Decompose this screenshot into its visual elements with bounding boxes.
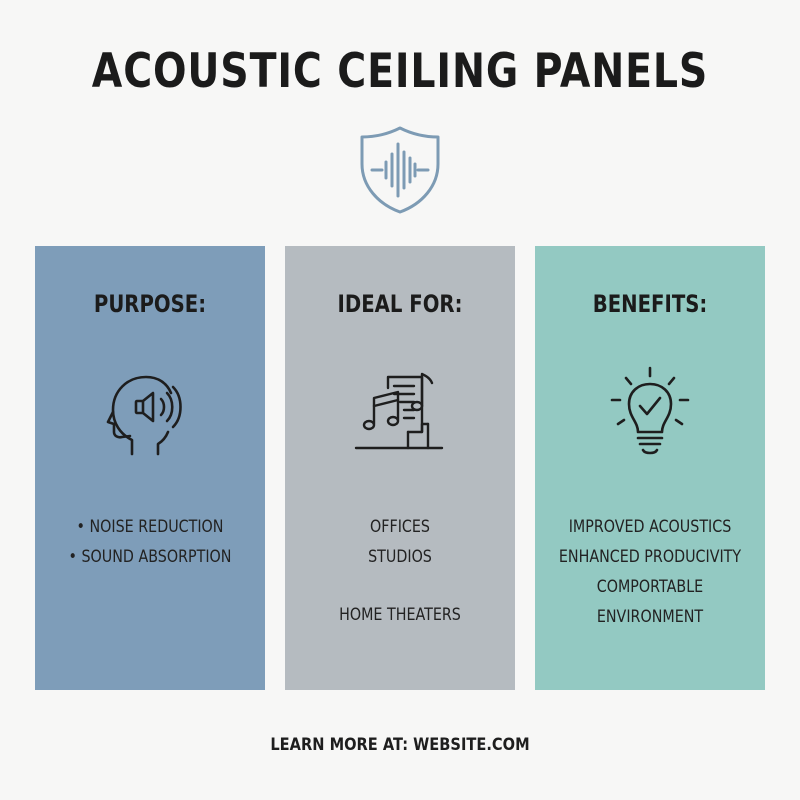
list-item: ENHANCED PRODUCIVITY: [558, 547, 742, 567]
ideal-for-list: OFFICES STUDIOS HOME THEATERS: [285, 512, 515, 630]
list-item: • NOISE REDUCTION: [76, 517, 224, 537]
benefits-heading: BENEFITS:: [592, 290, 708, 318]
purpose-list: • NOISE REDUCTION • SOUND ABSORPTION: [35, 512, 265, 572]
list-item: ENVIRONMENT: [596, 607, 704, 627]
list-item: COMPORTABLE: [596, 577, 704, 597]
list-item: HOME THEATERS: [339, 605, 461, 625]
list-item: OFFICES: [370, 517, 430, 537]
footer-link[interactable]: LEARN MORE AT: WEBSITE.COM: [270, 735, 530, 755]
lightbulb-check-icon: [610, 366, 690, 455]
ideal-for-card: IDEAL FOR: OFFICES STUDIOS HOME THEATERS: [285, 246, 515, 690]
page-title: ACOUSTIC CEILING PANELS: [91, 44, 709, 99]
head-speaker-icon: [106, 375, 182, 456]
benefits-list: IMPROVED ACOUSTICS ENHANCED PRODUCIVITY …: [535, 512, 765, 632]
music-sheet-icon: [354, 372, 444, 450]
purpose-card: PURPOSE: • NOISE REDUCTION • SOUND ABSOR…: [35, 246, 265, 690]
list-item: STUDIOS: [368, 547, 432, 567]
list-item: • SOUND ABSORPTION: [68, 547, 232, 567]
shield-soundwave-icon: [360, 126, 440, 214]
purpose-heading: PURPOSE:: [93, 290, 207, 318]
ideal-for-heading: IDEAL FOR:: [337, 290, 463, 318]
list-item: IMPROVED ACOUSTICS: [568, 517, 732, 537]
benefits-card: BENEFITS: IMPROVED ACOUSTICS ENHANCED PR…: [535, 246, 765, 690]
